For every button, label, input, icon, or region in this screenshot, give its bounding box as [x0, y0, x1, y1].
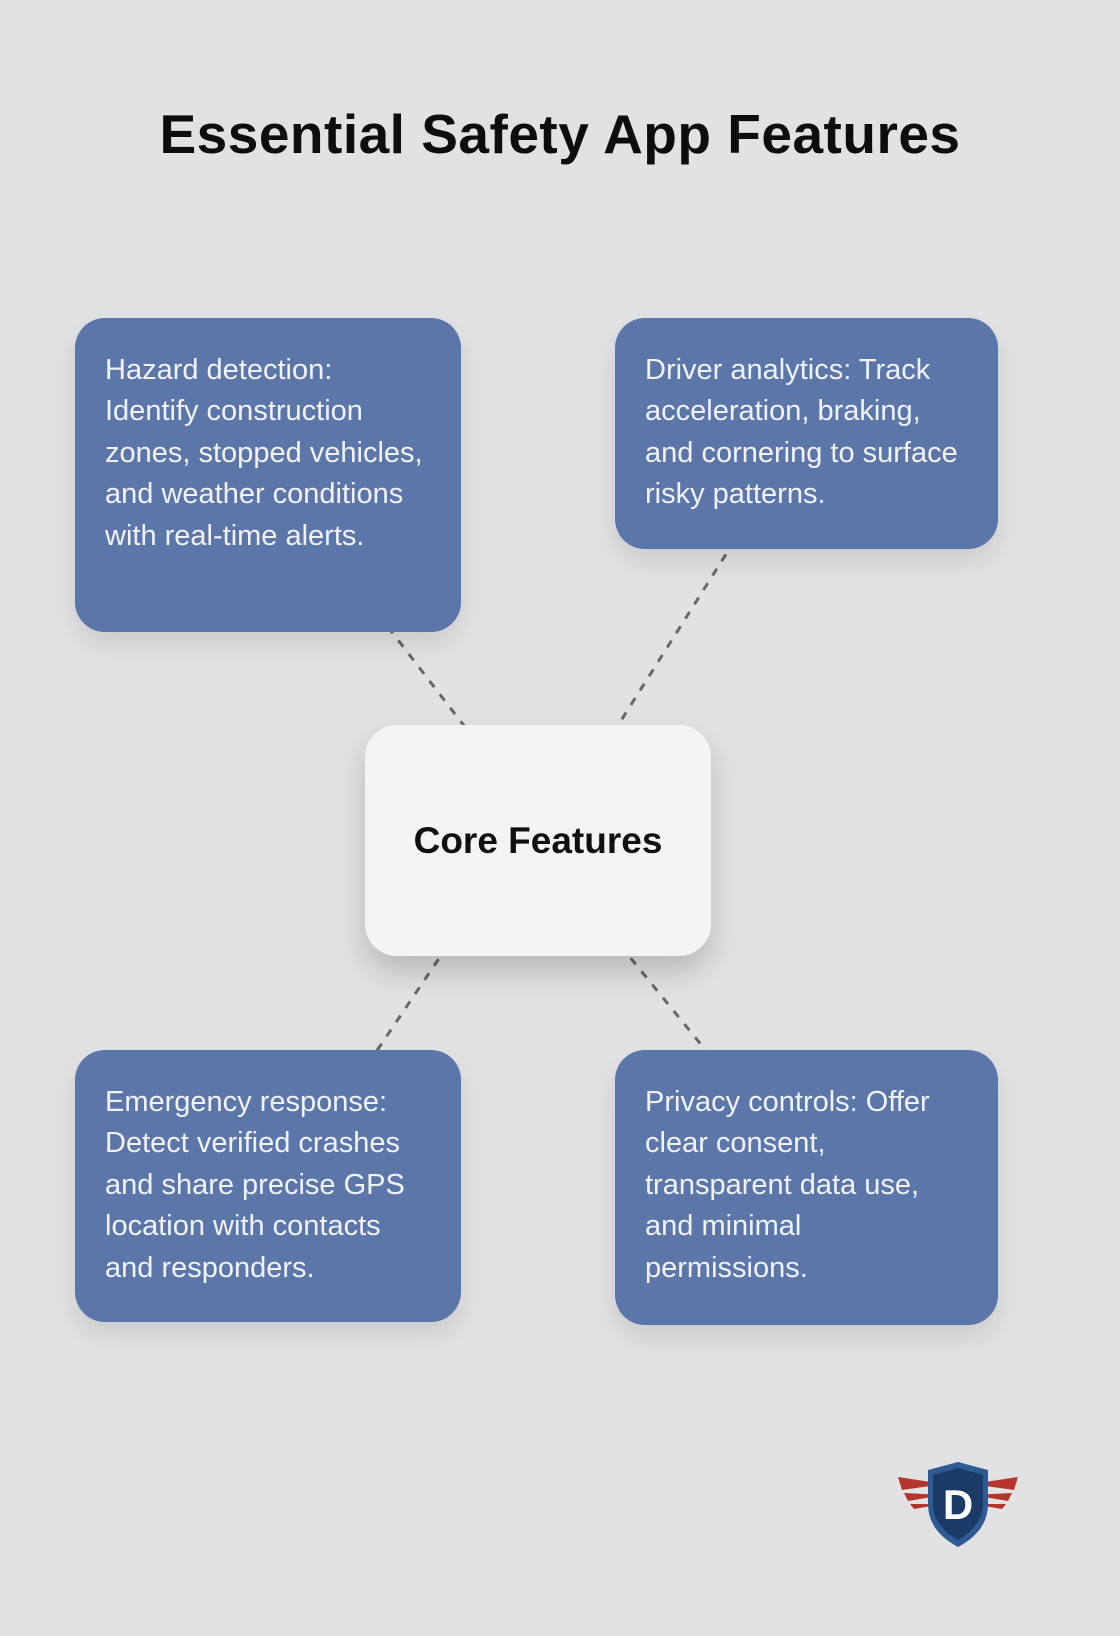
core-features-node: Core Features: [365, 725, 711, 956]
logo-letter: D: [943, 1481, 973, 1528]
node-driver-analytics-text: Driver analytics: Track acceleration, br…: [645, 354, 958, 511]
node-hazard-detection: Hazard detection: Identify construction …: [75, 318, 461, 632]
node-driver-analytics: Driver analytics: Track acceleration, br…: [615, 318, 998, 549]
connector-top-left: [386, 626, 477, 741]
node-emergency-response-text: Emergency response: Detect verified cras…: [105, 1086, 405, 1284]
node-privacy-controls: Privacy controls: Offer clear consent, t…: [615, 1050, 998, 1325]
node-hazard-detection-text: Hazard detection: Identify construction …: [105, 354, 423, 552]
core-features-label: Core Features: [413, 819, 663, 861]
connector-bottom-right: [618, 944, 714, 1059]
node-privacy-controls-text: Privacy controls: Offer clear consent, t…: [645, 1086, 930, 1284]
wings-icon: [898, 1477, 1018, 1509]
brand-logo: D: [898, 1462, 1018, 1547]
connector-bottom-left: [370, 944, 450, 1059]
page-title: Essential Safety App Features: [159, 103, 961, 165]
shield-icon: D: [928, 1462, 988, 1547]
connector-top-right: [608, 539, 737, 739]
node-emergency-response: Emergency response: Detect verified cras…: [75, 1050, 461, 1322]
